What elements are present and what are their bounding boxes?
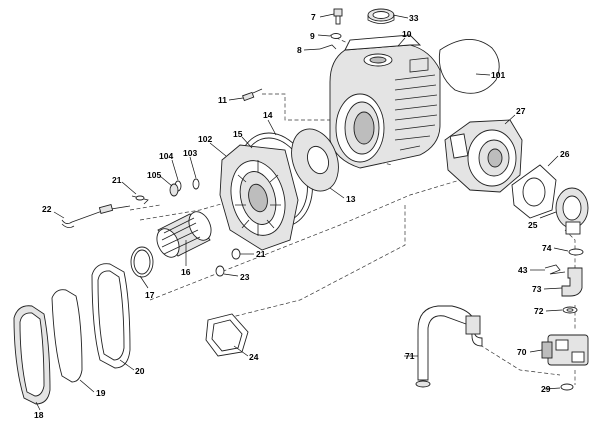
part-7-plug [333,8,343,25]
part-19-gasket [51,289,83,383]
part-43-clip [544,264,566,275]
label-13: 13 [346,194,356,204]
label-27: 27 [516,106,526,116]
part-29-washer [560,383,574,391]
label-101: 101 [491,70,505,80]
part-74-washer [568,248,584,256]
part-20-frame [91,263,131,369]
part-25-venturi [555,187,589,235]
label-15: 15 [233,129,243,139]
label-7: 7 [311,12,316,22]
label-21-lower: 21 [256,249,266,259]
part-9-washer [330,33,342,39]
callout-labels: 7 33 9 8 10 101 11 14 27 102 15 104 103 … [34,12,570,420]
part-33-ring [367,8,395,24]
label-105: 105 [147,170,161,180]
part-11-sensor [242,88,263,102]
label-25: 25 [528,220,538,230]
part-71-gas-pipe [415,305,483,388]
label-8: 8 [297,45,302,55]
label-21-upper: 21 [112,175,122,185]
label-74: 74 [542,243,552,253]
part-17-ring [130,246,154,278]
leader-lines [35,13,569,411]
part-21-electrode-upper [131,195,149,205]
label-33: 33 [409,13,419,23]
label-20: 20 [135,366,145,376]
part-101-gasket-disc [438,39,500,94]
label-19: 19 [96,388,106,398]
part-16-burner [156,211,212,258]
label-18: 18 [34,410,44,420]
part-24-gasket [205,313,249,357]
part-8-clip [319,44,337,50]
part-13-plate [291,128,339,192]
label-104: 104 [159,151,173,161]
part-23-washer [215,265,225,277]
label-10: 10 [402,29,412,39]
part-102-burner-door [219,144,299,251]
label-9: 9 [310,31,315,41]
part-70-gas-valve [541,334,589,366]
label-11: 11 [218,95,227,105]
label-23: 23 [240,272,250,282]
assembly-lines [129,34,576,385]
label-71: 71 [405,351,415,361]
label-26: 26 [560,149,570,159]
part-10-heat-exchanger [329,34,441,169]
part-18-cover [13,305,51,405]
part-103-washer [192,178,200,190]
label-70: 70 [517,347,527,357]
label-22: 22 [42,204,52,214]
part-105-nut [169,183,179,197]
label-24: 24 [249,352,259,362]
label-43: 43 [518,265,528,275]
part-72-washer [562,306,578,314]
part-22-cable [61,203,131,228]
part-26-gasket [511,164,557,219]
part-73-elbow [561,267,583,297]
label-14: 14 [263,110,273,120]
part-27-fan-housing [444,119,523,193]
label-73: 73 [532,284,542,294]
label-29: 29 [541,384,551,394]
label-16: 16 [181,267,191,277]
label-72: 72 [534,306,544,316]
label-17: 17 [145,290,155,300]
part-21-clip-lower [231,248,241,260]
label-103: 103 [183,148,197,158]
label-102: 102 [198,134,212,144]
